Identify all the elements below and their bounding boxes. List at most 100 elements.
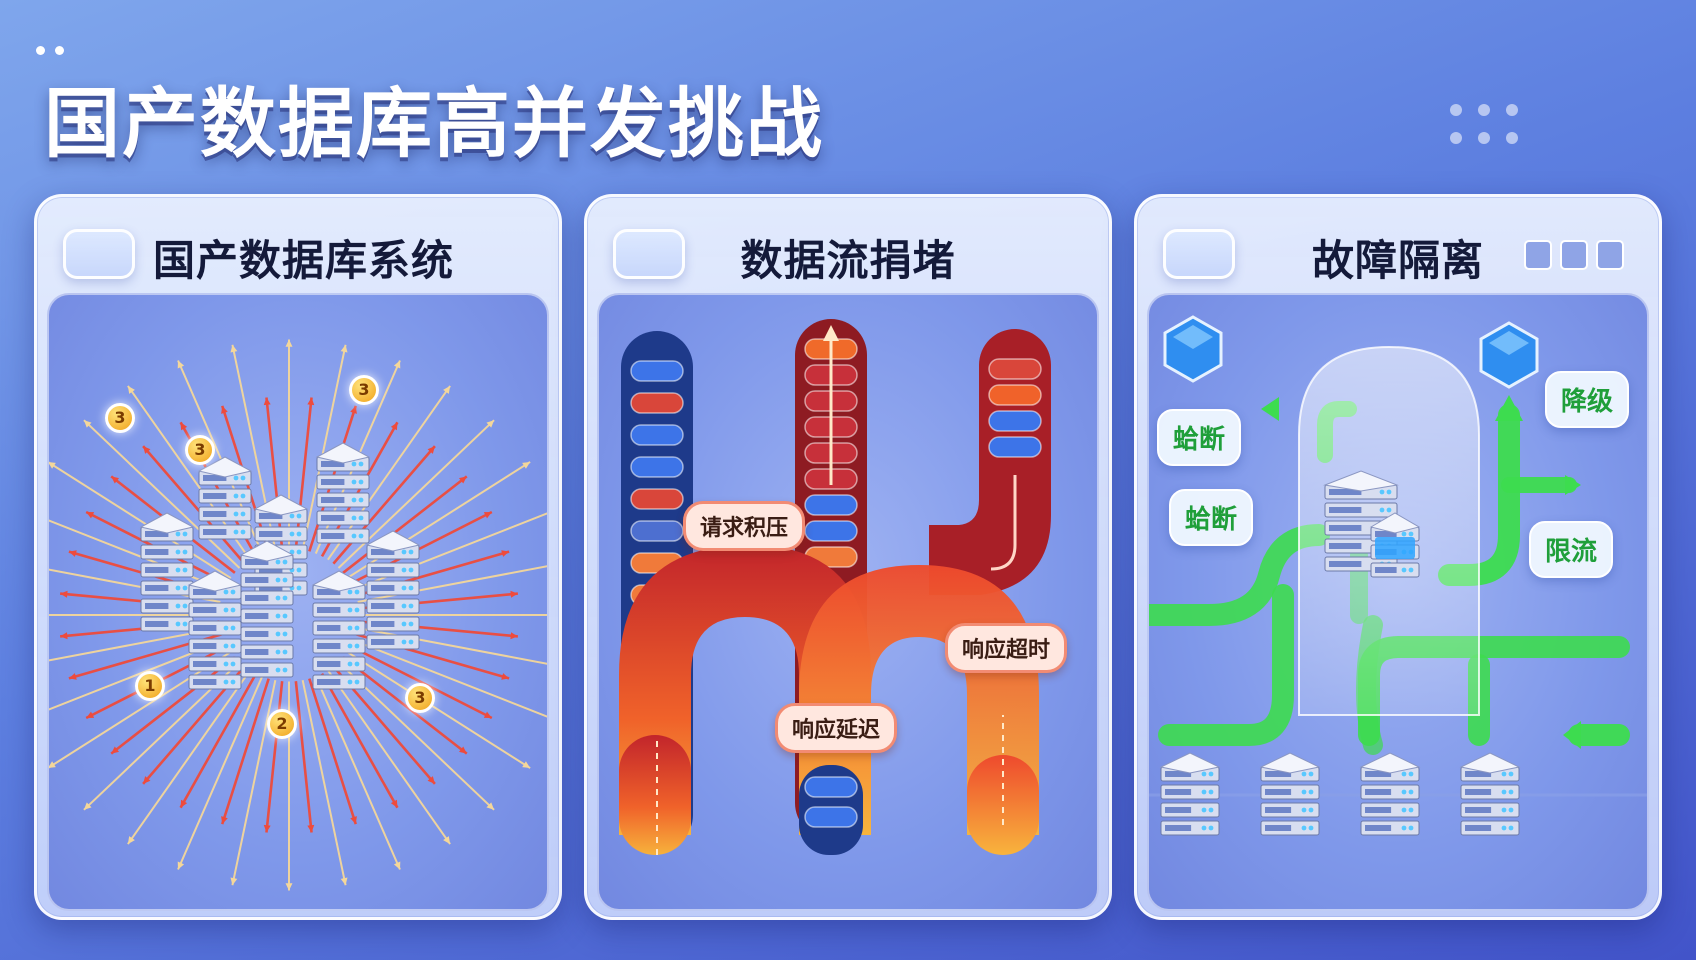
request-arrow bbox=[231, 680, 277, 886]
server-rack-icon bbox=[315, 442, 371, 544]
arrow-icon bbox=[143, 446, 151, 454]
flow-arrow-right bbox=[990, 475, 1017, 571]
panel-header: 国产数据库系统 bbox=[37, 197, 559, 289]
capsules-center-lower bbox=[799, 765, 863, 855]
arrow-icon bbox=[483, 711, 492, 719]
folder-icon bbox=[1163, 229, 1235, 279]
request-arrow bbox=[353, 639, 547, 718]
arrow-icon bbox=[127, 836, 135, 845]
request-arrow bbox=[265, 681, 284, 833]
arrow-icon bbox=[263, 824, 271, 833]
data-capsule bbox=[630, 424, 684, 446]
arrow-icon bbox=[307, 397, 315, 406]
arrow-icon bbox=[68, 673, 77, 680]
arrow-icon bbox=[510, 590, 518, 598]
request-arrow bbox=[350, 645, 493, 720]
server-rack-icon bbox=[239, 540, 295, 678]
capsules-right bbox=[988, 358, 1042, 458]
request-arrow bbox=[301, 680, 347, 886]
arrow-icon bbox=[390, 799, 398, 808]
request-arrow bbox=[49, 461, 232, 579]
arrow-icon bbox=[60, 590, 68, 598]
decorative-dots bbox=[1450, 104, 1518, 144]
arrow-icon bbox=[49, 462, 56, 469]
glow-screen bbox=[1375, 537, 1415, 559]
arrow-icon bbox=[522, 761, 531, 769]
data-capsule bbox=[804, 520, 858, 542]
request-arrow bbox=[314, 676, 401, 870]
arrow-icon bbox=[285, 339, 293, 347]
label-response-delay: 响应延迟 bbox=[775, 703, 898, 753]
arrow-icon bbox=[180, 799, 188, 808]
request-badge: 3 bbox=[349, 375, 379, 405]
label-circuit-breaker: 蛤断 bbox=[1169, 489, 1254, 546]
arrow-icon bbox=[458, 746, 467, 754]
data-capsule bbox=[630, 360, 684, 382]
data-capsule bbox=[988, 384, 1042, 406]
arrow-icon bbox=[221, 405, 228, 414]
arrow-icon bbox=[486, 420, 495, 428]
request-arrow bbox=[49, 639, 225, 711]
request-arrow bbox=[320, 673, 399, 809]
request-arrow bbox=[220, 678, 270, 825]
server-rack-icon bbox=[197, 456, 253, 540]
arrow-icon bbox=[111, 746, 120, 754]
label-response-timeout: 响应超时 bbox=[945, 623, 1068, 673]
arrow-icon bbox=[350, 405, 357, 414]
request-arrow bbox=[83, 419, 241, 569]
cube-icon bbox=[1479, 321, 1539, 389]
data-capsule bbox=[988, 358, 1042, 380]
arrow-icon bbox=[143, 776, 151, 784]
arrow-icon bbox=[390, 422, 398, 431]
arrow-icon bbox=[486, 802, 495, 810]
arrow-icon bbox=[823, 325, 839, 341]
request-arrow bbox=[49, 519, 225, 591]
request-arrow bbox=[294, 681, 313, 833]
panel-data-congestion: 数据流捐堵 bbox=[584, 194, 1112, 920]
arrow-icon bbox=[177, 861, 185, 870]
data-capsule bbox=[630, 488, 684, 510]
request-arrow bbox=[332, 445, 436, 565]
server-rack-icon bbox=[1259, 752, 1321, 836]
server-rack-icon bbox=[139, 512, 195, 632]
server-cluster bbox=[139, 442, 421, 690]
data-capsule bbox=[804, 776, 858, 798]
request-arrow bbox=[179, 673, 258, 809]
arrow-icon bbox=[427, 776, 435, 784]
server-rack-icon bbox=[1159, 752, 1221, 836]
label-degrade: 降级 bbox=[1545, 371, 1630, 428]
arrow-icon bbox=[177, 360, 185, 369]
arrow-icon bbox=[285, 883, 293, 891]
pipe-diagram bbox=[619, 319, 1051, 855]
server-rack-icon bbox=[311, 570, 367, 690]
request-badge: 3 bbox=[405, 683, 435, 713]
request-arrow bbox=[49, 626, 221, 662]
server-rack-icon bbox=[1359, 752, 1421, 836]
arrow-icon bbox=[340, 344, 348, 353]
panel-header: 数据流捐堵 bbox=[587, 197, 1109, 289]
arrow-icon bbox=[221, 816, 228, 825]
arrow-icon bbox=[501, 673, 510, 680]
arrow-icon bbox=[86, 711, 95, 719]
arrow-icon bbox=[230, 877, 238, 886]
panel-fault-isolation: 故障隔离 bbox=[1134, 194, 1662, 920]
arrow-icon bbox=[510, 632, 518, 640]
panel-body: 蛤断 蛤断 降级 限流 bbox=[1147, 293, 1649, 911]
concurrency-burst bbox=[49, 339, 547, 891]
label-request-backlog: 请求积压 bbox=[683, 501, 806, 551]
arrow-icon bbox=[340, 877, 348, 886]
arrow-icon bbox=[458, 476, 467, 484]
request-arrow bbox=[301, 344, 347, 550]
pipe-arch-right-end bbox=[967, 755, 1039, 855]
request-arrow bbox=[327, 669, 451, 845]
data-capsule bbox=[630, 520, 684, 542]
arrow-icon bbox=[501, 550, 510, 557]
arrow-icon bbox=[443, 836, 451, 845]
label-circuit-breaker: 蛤断 bbox=[1157, 409, 1242, 466]
isolation-diagram bbox=[1149, 315, 1647, 836]
page-title: 国产数据库高并发挑战 bbox=[44, 79, 824, 168]
data-capsule bbox=[630, 456, 684, 478]
arrow-icon bbox=[68, 550, 77, 557]
